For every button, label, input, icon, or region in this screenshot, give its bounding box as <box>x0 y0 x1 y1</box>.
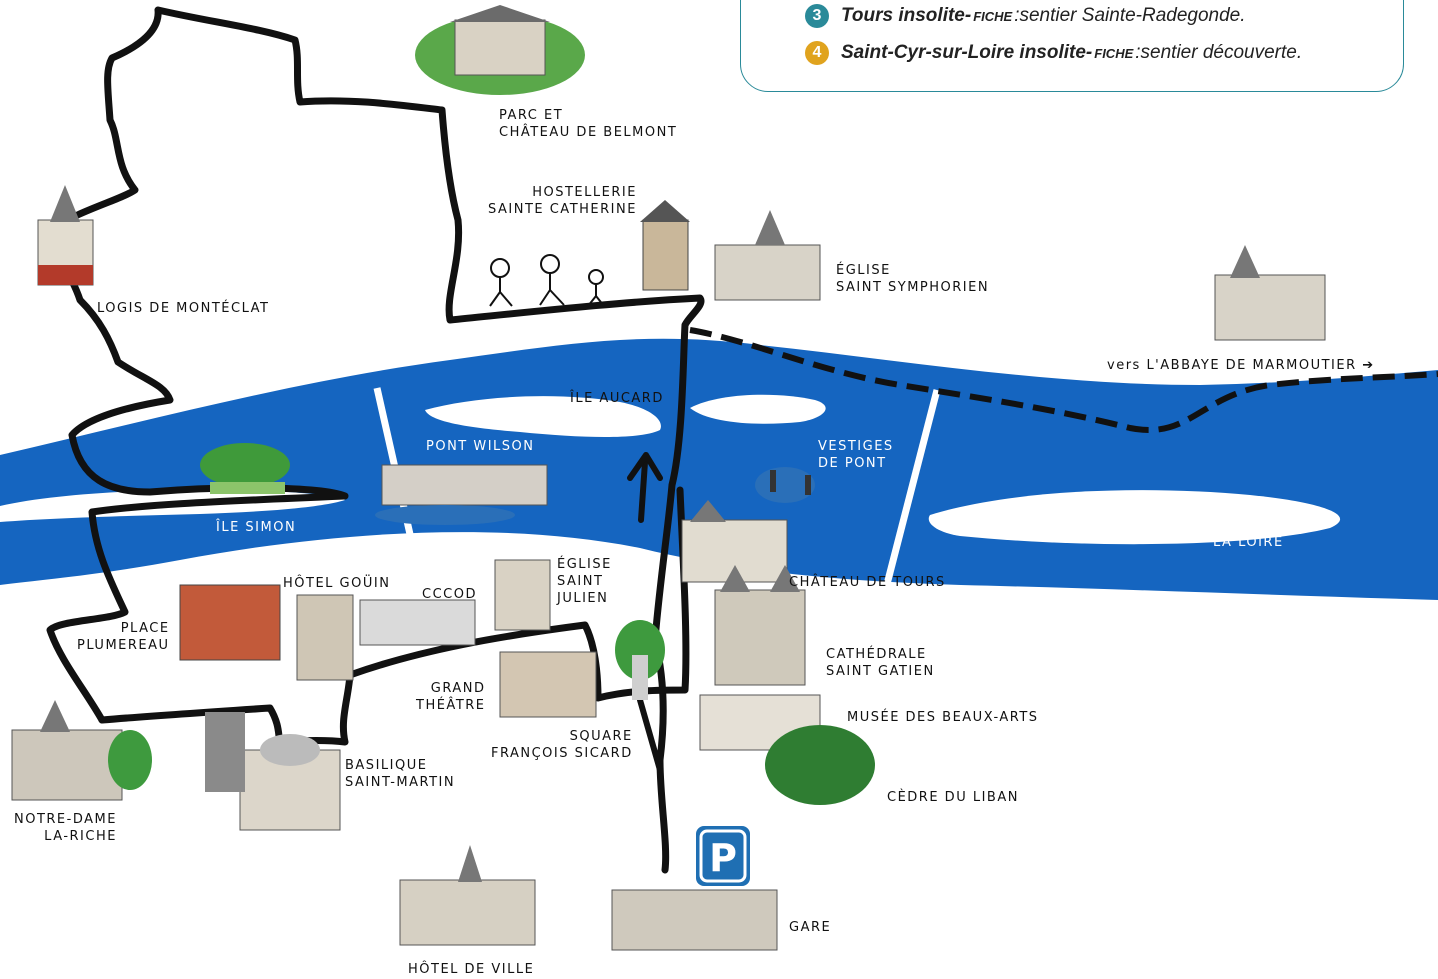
label-cccod: CCCOD <box>422 587 477 602</box>
label-la-loire: LA LOIRE <box>1213 535 1284 550</box>
direction-arrow-shaft <box>638 459 648 523</box>
label-eglise-julien: ÉGLISE SAINT JULIEN <box>557 557 612 606</box>
pont-wilson-illustration <box>375 464 548 525</box>
logis-monteclat-illustration <box>37 185 94 286</box>
label-eglise-symphorien: ÉGLISE SAINT SYMPHORIEN <box>836 263 990 295</box>
walking-route-loop <box>98 486 690 746</box>
parking-icon: P <box>696 826 750 886</box>
legend-separator: - <box>964 5 972 26</box>
ile-simon-trees <box>200 443 290 494</box>
walkers-icon <box>489 254 605 307</box>
label-vestiges-pont: VESTIGES DE PONT <box>818 439 894 471</box>
gare-illustration <box>611 889 778 951</box>
ile-aucard-shape <box>425 396 661 437</box>
marmoutier-illustration <box>1214 245 1326 341</box>
cccod-illustration <box>359 599 476 646</box>
legend-title: Saint-Cyr-sur-Loire insolite <box>841 42 1086 63</box>
eglise-julien-illustration <box>494 559 551 631</box>
legend-colon: : <box>1014 5 1020 26</box>
parking-letter: P <box>709 836 737 880</box>
label-place-plumereau: PLACE PLUMEREAU <box>77 621 170 653</box>
label-cedre: CÈDRE DU LIBAN <box>887 790 1019 805</box>
walking-route <box>46 6 705 874</box>
direction-arrow-head <box>627 452 663 481</box>
legend-item-3[interactable]: 3 Tours insolite - FICHE : sentier Saint… <box>805 3 1246 29</box>
label-hotel-ville: HÔTEL DE VILLE <box>408 962 535 977</box>
hotel-ville-illustration <box>399 845 536 946</box>
label-ile-simon: ÎLE SIMON <box>216 520 297 535</box>
label-gare: GARE <box>789 920 832 935</box>
bridge-east <box>881 389 941 593</box>
label-ile-aucard: ÎLE AUCARD <box>570 391 664 406</box>
legend-number-badge: 4 <box>805 41 829 65</box>
label-chateau-tours: CHÂTEAU DE TOURS <box>789 575 946 590</box>
legend-fiche-label: FICHE <box>973 8 1013 24</box>
label-square-sicard: SQUARE FRANÇOIS SICARD <box>491 729 633 761</box>
legend-separator: - <box>1085 42 1093 63</box>
hotel-gouin-illustration <box>296 594 354 681</box>
grand-theatre-illustration <box>499 651 597 718</box>
statue-illustration <box>205 712 245 792</box>
legend-item-4[interactable]: 4 Saint-Cyr-sur-Loire insolite - FICHE :… <box>805 40 1302 66</box>
notre-dame-illustration <box>11 700 152 801</box>
label-pont-wilson: PONT WILSON <box>426 439 535 454</box>
legend-fiche-label: FICHE <box>1094 45 1134 61</box>
label-marmoutier: vers L'ABBAYE DE MARMOUTIER ➔ <box>1107 358 1375 373</box>
label-musee: MUSÉE DES BEAUX-ARTS <box>847 710 1039 725</box>
island-east-bottom <box>928 490 1341 545</box>
legend-title: Tours insolite <box>841 5 965 26</box>
dashed-route <box>689 327 1438 433</box>
label-parc-belmont: PARC ET CHÂTEAU DE BELMONT <box>499 108 678 140</box>
cedre-illustration <box>765 725 875 805</box>
legend-box: 3 Tours insolite - FICHE : sentier Saint… <box>740 0 1404 92</box>
legend-number-badge: 3 <box>805 4 829 28</box>
legend-colon: : <box>1135 42 1141 63</box>
legend-description: sentier Sainte-Radegonde. <box>1019 5 1246 26</box>
cathedrale-illustration <box>714 565 806 686</box>
label-hostellerie: HOSTELLERIE SAINTE CATHERINE <box>488 185 637 217</box>
parc-belmont-illustration <box>415 5 585 95</box>
label-cathedrale: CATHÉDRALE SAINT GATIEN <box>826 647 935 679</box>
label-logis-monteclat: LOGIS DE MONTÉCLAT <box>97 301 270 316</box>
basilique-illustration <box>239 734 341 831</box>
vestiges-pont-illustration <box>755 467 815 503</box>
plumereau-illustration <box>179 584 281 661</box>
label-notre-dame: NOTRE-DAME LA-RICHE <box>14 812 117 844</box>
square-sicard-illustration <box>615 620 665 700</box>
hostellerie-illustration <box>640 200 690 291</box>
eglise-symphorien-illustration <box>714 210 821 301</box>
island-east-top <box>690 394 826 424</box>
legend-description: sentier découverte. <box>1140 42 1303 63</box>
route-link-square <box>637 697 663 773</box>
label-basilique: BASILIQUE SAINT-MARTIN <box>345 758 456 790</box>
label-hotel-gouin: HÔTEL GOÜIN <box>283 576 391 591</box>
label-grand-theatre: GRAND THÉÂTRE <box>416 681 486 713</box>
